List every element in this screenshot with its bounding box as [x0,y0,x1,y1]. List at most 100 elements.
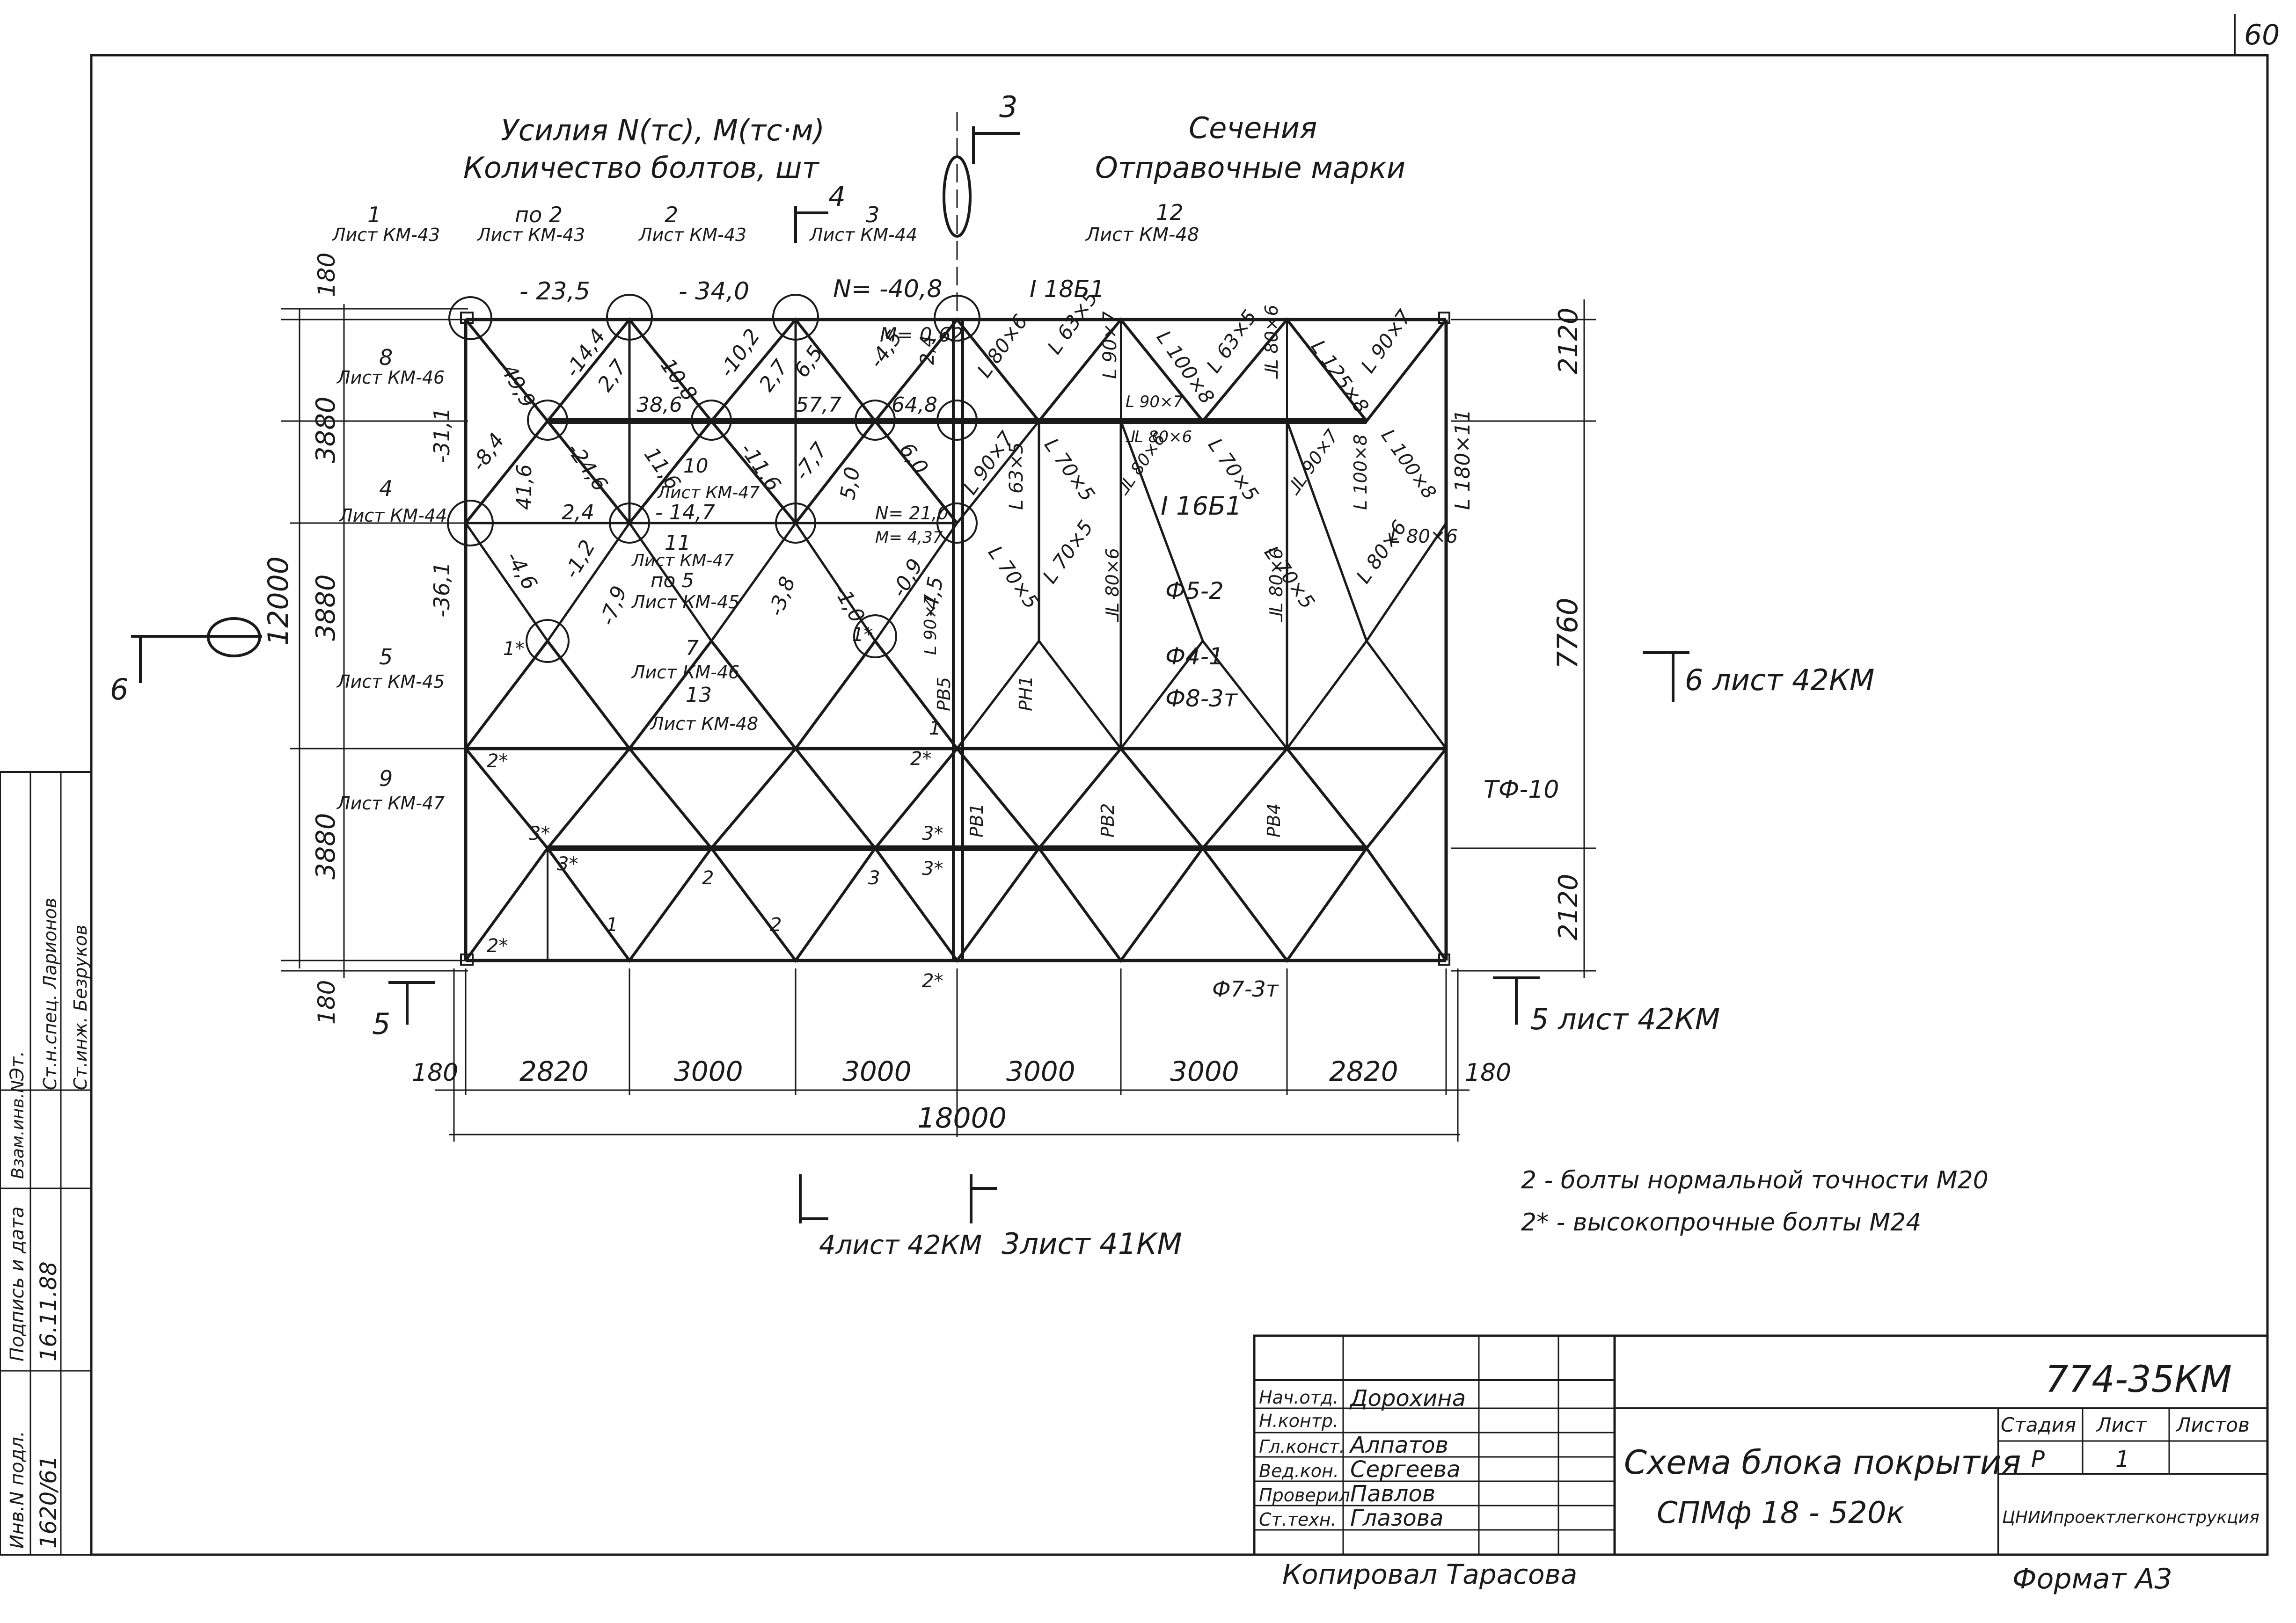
cut-5-ref: 5 лист 42КМ [1530,1002,1720,1036]
mark-10-num: 10 [683,454,708,477]
mark-13-sheet: Лист КМ-48 [650,713,758,734]
cut-markers [131,126,1689,1223]
dim-h-8: 180 [1465,1059,1511,1087]
cut-4-label: 4 [828,181,846,212]
side-engineer-2: Ст.инж. Безруков [70,924,91,1090]
bolt-2star-1: 2* [487,750,508,772]
force-top-4: M= 0,62 [880,323,963,346]
cut-5-label: 5 [372,1007,390,1041]
mark-3-sheet: Лист КМ-43 [638,225,746,245]
dim-h-1: 180 [412,1059,458,1087]
section-9: L 90×7 [1126,393,1184,411]
note-2: 2* - высокопрочные болты М24 [1521,1208,1921,1237]
force-top-3: N= -40,8 [833,275,943,303]
mark-1-num: 1 [367,202,381,227]
bolt-1-a: 1 [929,718,941,739]
dim-h-7: 2820 [1329,1055,1398,1087]
item-rv1: РВ1 [966,803,987,837]
stamp-name-3: Сергеева [1350,1456,1461,1483]
force-top-2: - 34,0 [679,277,749,306]
dim-total: 18000 [917,1102,1007,1135]
bolt-2-a: 2 [702,867,714,889]
force-mid-m: M= 4,37 [875,528,943,547]
cut-4-ref: 4лист 42КМ [819,1230,982,1260]
side-sign-label: Подпись и дата [7,1207,28,1361]
section-7: L 125×8 [1307,336,1374,418]
bolt-2star-2: 2* [910,748,931,770]
section-27: L 80×6 [1390,526,1458,547]
force-d-9: 38,6 [636,393,682,417]
stamp-name-5: Глазова [1350,1505,1443,1531]
section-20: I 16Б1 [1161,491,1242,521]
bolt-1star-2: 1* [852,624,873,646]
force-d-26: -7,9 [595,583,631,629]
cut-6-ref: 6 лист 42КМ [1685,663,1874,697]
mark-1-sheet: Лист КМ-43 [331,225,440,245]
drawing-code: 774-35КМ [2045,1359,2232,1401]
mark-12-num: 12 [1156,200,1184,225]
header-sections: Сечения [1189,111,1317,145]
section-3: L 90×7 [1099,311,1121,379]
page-number: 60 [2244,19,2280,51]
mark-7-num: 7 [686,636,699,660]
header-forces: Усилия N(тс), M(тс·м) [501,113,825,147]
section-28: L 90×7 [921,594,940,655]
bolt-2star-3: 2* [487,935,508,957]
stamp-name-2: Алпатов [1349,1432,1448,1458]
force-d-22: -31,1 [429,408,454,463]
bolt-2star-4: 2* [922,970,943,992]
item-tf10: ТФ-10 [1484,776,1559,804]
node-circles [447,294,1450,966]
shipping-marks: 1 Лист КМ-43 по 2 Лист КМ-43 2 Лист КМ-4… [331,200,1199,814]
mark-11-sheet: Лист КМ-47 [631,551,734,570]
item-rv5: РВ5 [934,677,954,711]
side-et-label: Эт. [7,1051,28,1081]
side-inv-value: 1620/61 [36,1456,62,1549]
dimension-lines [281,299,1596,1142]
item-rv4: РВ4 [1264,803,1284,837]
mark-9-num: 9 [379,766,393,791]
mark-4-sheet: Лист КМ-44 [809,225,917,245]
cut-3-ref: 3лист 41КМ [1002,1227,1182,1261]
mark-7-sheet: Лист КМ-46 [631,662,739,683]
stamp-role-4: Проверил [1259,1485,1350,1506]
dim-h-2: 2820 [519,1055,589,1087]
force-mid-n: N= 21,0 [875,503,949,524]
stamp-role-3: Вед.кон. [1259,1461,1339,1481]
forces: - 23,5 - 34,0 N= -40,8 M= 0,62 N= 21,0 M… [429,275,963,629]
mark-9-sheet: Лист КМ-47 [336,793,445,814]
force-d-4: -10,2 [715,325,765,382]
bolt-1star-1: 1* [503,638,524,660]
dim-v-2: 3880 [311,813,341,880]
truss-frame [464,112,1448,963]
force-d-8: 2,4 [917,335,938,365]
mark-10-sheet: Лист КМ-47 [657,483,760,502]
section-6: ⅃L 80×6 [1261,305,1282,379]
title-block [1253,1334,2269,1556]
item-phi5: Ф5-2 [1165,577,1224,604]
dim-v-5: 180 [313,253,340,297]
bolt-2-b: 2 [770,914,782,936]
mark-5-num: 5 [379,644,393,670]
dim-r-3: 2120 [1553,873,1584,940]
force-d-11: 64,8 [892,393,937,417]
mark-2-num: по 2 [515,202,563,227]
dim-r-2: 7760 [1551,597,1584,669]
stamp-role-2: Гл.конст. [1259,1436,1345,1457]
drawing-title-1: Схема блока покрытия [1624,1443,2021,1482]
section-19: L 180×11 [1451,409,1475,510]
item-phi8: Ф8-3т [1165,685,1238,712]
side-engineer-1: Ст.н.спец. Ларионов [40,898,60,1090]
section-12: L 63×5 [1006,442,1027,510]
mark-4b-num: 4 [379,476,393,501]
mark-4b-sheet: Лист КМ-44 [338,505,447,526]
dim-v-4: 3880 [311,396,341,463]
force-d-19: 41,6 [512,464,536,510]
cut-3-label: 3 [999,90,1017,124]
mark-12-sheet: Лист КМ-48 [1085,224,1199,246]
dim-h-3: 3000 [674,1055,743,1087]
section-5: L 63×5 [1202,306,1261,377]
mark-2-sheet: Лист КМ-43 [476,225,585,245]
section-21: L 70×5 [984,542,1043,613]
mark-po5-sheet: Лист КМ-45 [631,592,739,612]
